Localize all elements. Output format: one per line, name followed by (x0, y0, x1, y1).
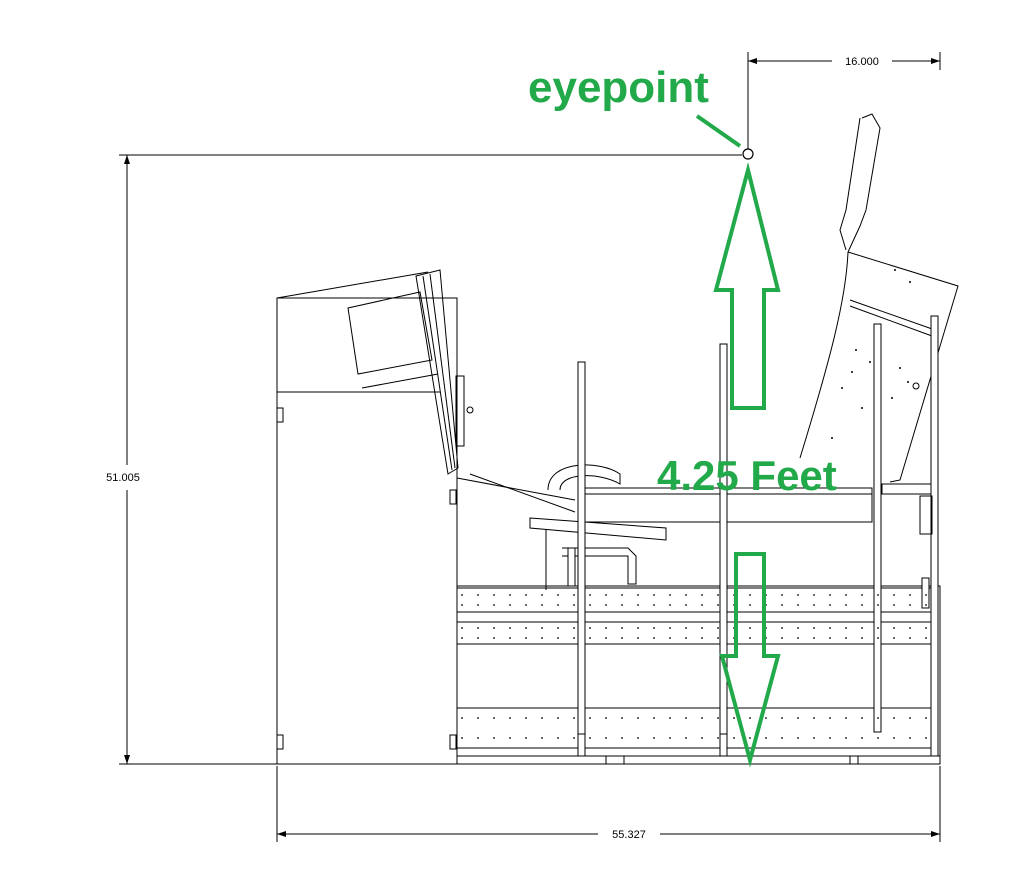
dimension-bottom: 55.327 (276, 766, 941, 842)
dimension-top: 16.000 (747, 52, 941, 150)
height-label: 4.25 Feet (657, 452, 837, 499)
dimension-bottom-value: 55.327 (612, 829, 646, 841)
eyepoint-label: eyepoint (528, 63, 709, 112)
dimension-left-value: 51.005 (106, 472, 140, 484)
dimension-left: 51.005 (106, 154, 742, 765)
dimension-top-value: 16.000 (845, 56, 879, 68)
platform-frame (456, 269, 941, 765)
down-arrow (719, 552, 781, 768)
pilot-seat (799, 113, 959, 495)
control-stick (529, 464, 667, 590)
rivet-rows (461, 269, 927, 739)
eyepoint-marker (695, 114, 754, 160)
instrument-console (276, 269, 576, 765)
up-arrow (713, 162, 781, 410)
